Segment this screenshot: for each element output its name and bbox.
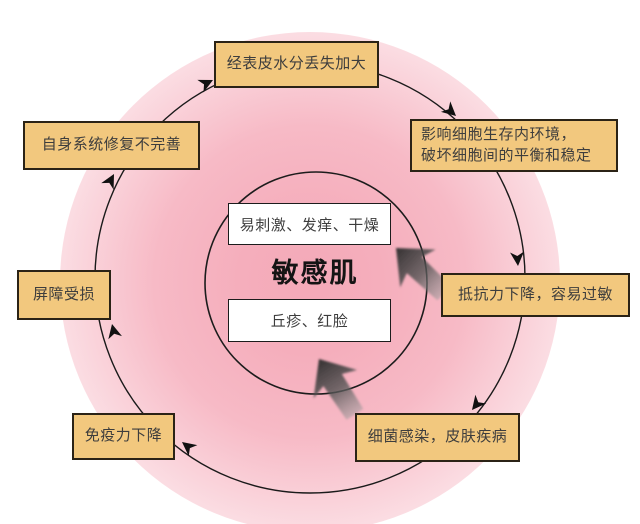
cycle-arrowhead xyxy=(510,251,525,266)
cycle-node-immunity-drop: 免疫力下降 xyxy=(72,413,175,460)
cycle-node-infection: 细菌感染，皮肤疾病 xyxy=(355,413,520,462)
impact-arrow-bottom xyxy=(313,359,364,420)
symptom-box-irritation: 易刺激、发痒、干燥 xyxy=(228,203,391,245)
cycle-arrowhead xyxy=(108,324,122,340)
cycle-node-cell-environment: 影响细胞生存内环境， 破坏细胞间的平衡和稳定 xyxy=(410,119,618,172)
impact-arrow-right xyxy=(396,248,452,301)
cycle-arrowhead xyxy=(101,174,114,190)
cycle-arrowhead xyxy=(440,101,456,116)
cycle-node-resistance-drop: 抵抗力下降，容易过敏 xyxy=(441,273,630,317)
cycle-node-barrier-damage: 屏障受损 xyxy=(17,270,111,320)
cycle-node-water-loss: 经表皮水分丢失加大 xyxy=(214,41,379,88)
symptom-box-papules: 丘疹、红脸 xyxy=(228,299,391,342)
cycle-arrowhead xyxy=(197,79,213,93)
cycle-arrowhead xyxy=(182,442,198,457)
cycle-arrowhead xyxy=(472,394,487,410)
impact-arrow-group xyxy=(313,248,452,420)
center-label-sensitive-skin: 敏感肌 xyxy=(271,257,359,288)
cycle-arrowhead-group xyxy=(101,79,525,457)
cycle-node-repair-deficit: 自身系统修复不完善 xyxy=(23,121,200,170)
